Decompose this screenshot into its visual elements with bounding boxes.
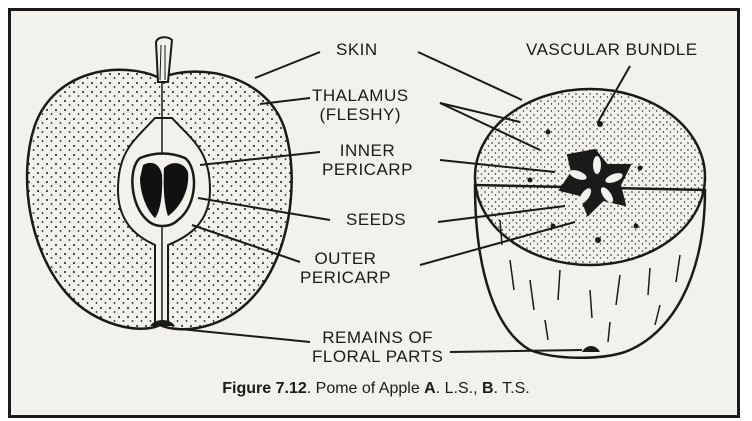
label-seeds: SEEDS (346, 210, 406, 229)
caption-text2: . L.S., (436, 380, 482, 397)
caption-text3: . T.S. (494, 380, 530, 397)
label-vascular-bundle: VASCULAR BUNDLE (526, 40, 698, 59)
caption-a: A (424, 380, 436, 397)
label-inner-pericarp: INNER PERICARP (322, 141, 413, 179)
label-thalamus-line2: (FLESHY) (320, 105, 401, 124)
figure-caption: Figure 7.12. Pome of Apple A. L.S., B. T… (0, 380, 752, 398)
label-outer-line1: OUTER (314, 249, 376, 268)
label-thalamus: THALAMUS (FLESHY) (312, 86, 409, 124)
label-skin: SKIN (336, 40, 378, 59)
label-remains-line2: FLORAL PARTS (312, 347, 443, 366)
label-remains-line1: REMAINS OF (322, 328, 433, 347)
label-inner-line2: PERICARP (322, 160, 413, 179)
label-outer-pericarp: OUTER PERICARP (300, 249, 391, 287)
label-outer-line2: PERICARP (300, 268, 391, 287)
label-thalamus-line1: THALAMUS (312, 86, 409, 105)
caption-b: B (482, 380, 494, 397)
apple-longitudinal-section (27, 37, 292, 329)
apple-transverse-section (475, 89, 705, 358)
caption-text1: . Pome of Apple (307, 380, 424, 397)
caption-figure: Figure 7.12 (222, 380, 306, 397)
label-inner-line1: INNER (340, 141, 395, 160)
label-remains-floral: REMAINS OF FLORAL PARTS (312, 328, 443, 366)
